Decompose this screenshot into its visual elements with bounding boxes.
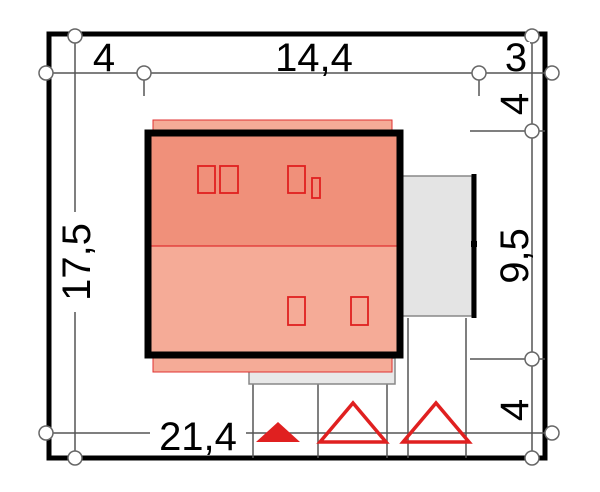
bottom-width-label: 21,4 xyxy=(159,415,237,459)
right-depth-label: 9,5 xyxy=(493,228,537,284)
label-backing xyxy=(150,414,246,454)
skylights xyxy=(197,165,369,326)
skylight xyxy=(219,165,239,194)
top-width-label: 14,4 xyxy=(275,36,353,80)
skylight xyxy=(350,296,369,326)
reference-point xyxy=(67,28,83,44)
label-backing xyxy=(88,42,122,72)
reference-point xyxy=(544,65,560,81)
reference-point xyxy=(67,450,83,466)
reference-point xyxy=(471,65,487,81)
reference-point xyxy=(524,123,540,139)
left-depth-label: 17,5 xyxy=(55,223,99,301)
top-left-setback-label: 4 xyxy=(93,36,115,80)
reference-point xyxy=(524,450,540,466)
roof-upper-slope xyxy=(148,133,400,246)
roof-lower-slope xyxy=(148,246,400,355)
label-backing xyxy=(56,212,94,312)
label-backing xyxy=(500,42,530,72)
garage xyxy=(399,175,473,317)
entry-outline-triangle xyxy=(316,400,390,444)
skylight xyxy=(287,165,306,194)
reference-point xyxy=(38,425,54,441)
reference-point xyxy=(38,65,54,81)
skylight xyxy=(197,165,216,194)
reference-point xyxy=(544,425,560,441)
entry-outline-triangle xyxy=(399,400,473,444)
plot-boundary xyxy=(46,31,548,461)
reference-point xyxy=(136,65,152,81)
house-footprint xyxy=(144,129,404,359)
reference-point xyxy=(524,351,540,367)
skylight xyxy=(287,296,306,326)
right-top-setback-label: 4 xyxy=(493,93,537,115)
entry-filled-triangle xyxy=(256,422,300,442)
garage-marker xyxy=(471,241,477,247)
reference-points xyxy=(38,28,560,466)
label-backing xyxy=(270,42,362,72)
right-bottom-setback-label: 4 xyxy=(493,399,537,421)
chimney xyxy=(311,177,321,199)
top-right-setback-label: 3 xyxy=(505,36,527,80)
reference-point xyxy=(524,28,540,44)
